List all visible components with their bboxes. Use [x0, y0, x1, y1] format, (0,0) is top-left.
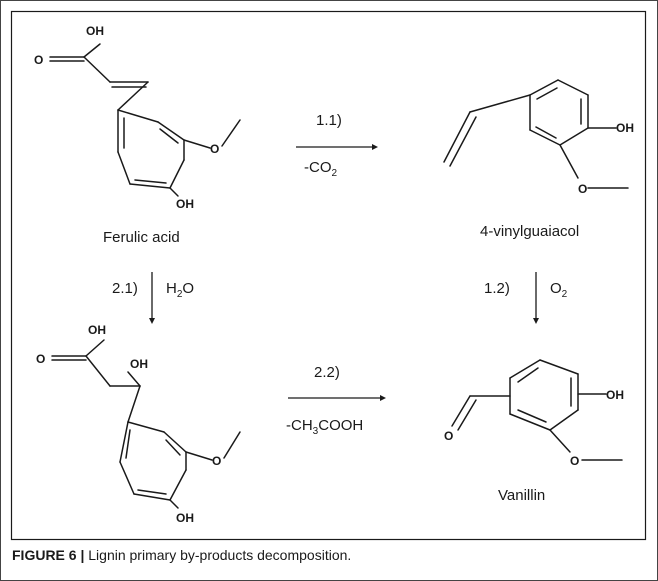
ferulic-acid-structure: OH O O OH — [34, 24, 241, 211]
bond — [449, 116, 477, 167]
bond — [169, 499, 179, 509]
atom-label: O — [444, 429, 453, 443]
arrow-head — [380, 395, 386, 401]
bond — [529, 79, 559, 96]
arrow-head — [149, 318, 155, 324]
atom-label: O — [34, 53, 43, 67]
bond — [117, 109, 159, 123]
bond — [451, 395, 471, 427]
atom-label: OH — [616, 121, 634, 135]
vanillin-structure: OH O O — [444, 359, 624, 468]
reaction-label: 1.1) — [316, 112, 342, 129]
bond — [119, 421, 129, 463]
caption-label: FIGURE 6 | — [12, 547, 84, 563]
atom-label: OH — [176, 197, 194, 211]
reaction-reagent: -CO2 — [304, 159, 338, 179]
bond — [165, 439, 181, 456]
bond — [127, 371, 141, 387]
bond — [221, 119, 241, 147]
compound-name: 4-vinylguaiacol — [480, 223, 579, 240]
bond — [83, 56, 111, 83]
bond — [535, 126, 557, 139]
figure-caption: FIGURE 6 | Lignin primary by-products de… — [12, 547, 351, 563]
bond — [125, 429, 131, 459]
atom-label: O — [212, 454, 221, 468]
bond — [117, 151, 131, 185]
bond — [539, 359, 579, 375]
caption-text: Lignin primary by-products decomposition… — [84, 547, 351, 563]
bond — [169, 469, 187, 501]
bond — [157, 121, 185, 141]
bond — [134, 179, 167, 184]
bond — [517, 367, 539, 383]
atom-label: OH — [130, 357, 148, 371]
reaction-label: 1.2) — [484, 280, 510, 297]
compound-name: Vanillin — [498, 487, 545, 504]
bond — [557, 79, 589, 96]
reaction-reagent: -CH3COOH — [286, 417, 363, 437]
bond — [85, 355, 111, 387]
bond — [119, 461, 135, 495]
diagram-panel — [10, 10, 647, 541]
bond — [457, 399, 477, 431]
hydrated-intermediate-structure: OH O OH O OH — [36, 323, 241, 525]
bond — [169, 159, 185, 189]
bond — [83, 43, 101, 58]
bond — [169, 187, 179, 197]
vinylguaiacol-structure: OH O — [443, 79, 634, 196]
bond — [129, 183, 171, 189]
bond — [559, 144, 579, 179]
bond — [185, 451, 213, 461]
bond — [536, 87, 558, 100]
atom-label: O — [36, 352, 45, 366]
bond — [509, 413, 551, 431]
reaction-label: 2.2) — [314, 364, 340, 381]
reaction-reagent: H2O — [166, 280, 194, 300]
bond — [85, 339, 105, 357]
bond — [559, 127, 589, 146]
reaction-label: 2.1) — [112, 280, 138, 297]
atom-label: O — [210, 142, 219, 156]
bond — [137, 489, 167, 495]
atom-label: OH — [606, 388, 624, 402]
arrow-head — [533, 318, 539, 324]
bond — [159, 128, 179, 144]
bond — [127, 385, 141, 423]
atom-label: O — [570, 454, 579, 468]
bond — [163, 431, 187, 453]
compound-name: Ferulic acid — [103, 229, 180, 246]
atom-label: OH — [86, 24, 104, 38]
atom-label: O — [578, 182, 587, 196]
reaction-reagent: O2 — [550, 280, 568, 300]
bond — [529, 129, 561, 146]
bond — [443, 111, 471, 163]
atom-label: OH — [88, 323, 106, 337]
bond — [127, 421, 165, 433]
bond — [549, 409, 579, 431]
bond — [509, 359, 541, 379]
bond — [223, 431, 241, 459]
arrow-head — [372, 144, 378, 150]
bond — [517, 409, 547, 423]
bond — [183, 139, 211, 149]
bond — [133, 493, 171, 501]
bond — [469, 94, 531, 113]
atom-label: OH — [176, 511, 194, 525]
bond — [549, 429, 571, 453]
bond — [117, 81, 149, 111]
